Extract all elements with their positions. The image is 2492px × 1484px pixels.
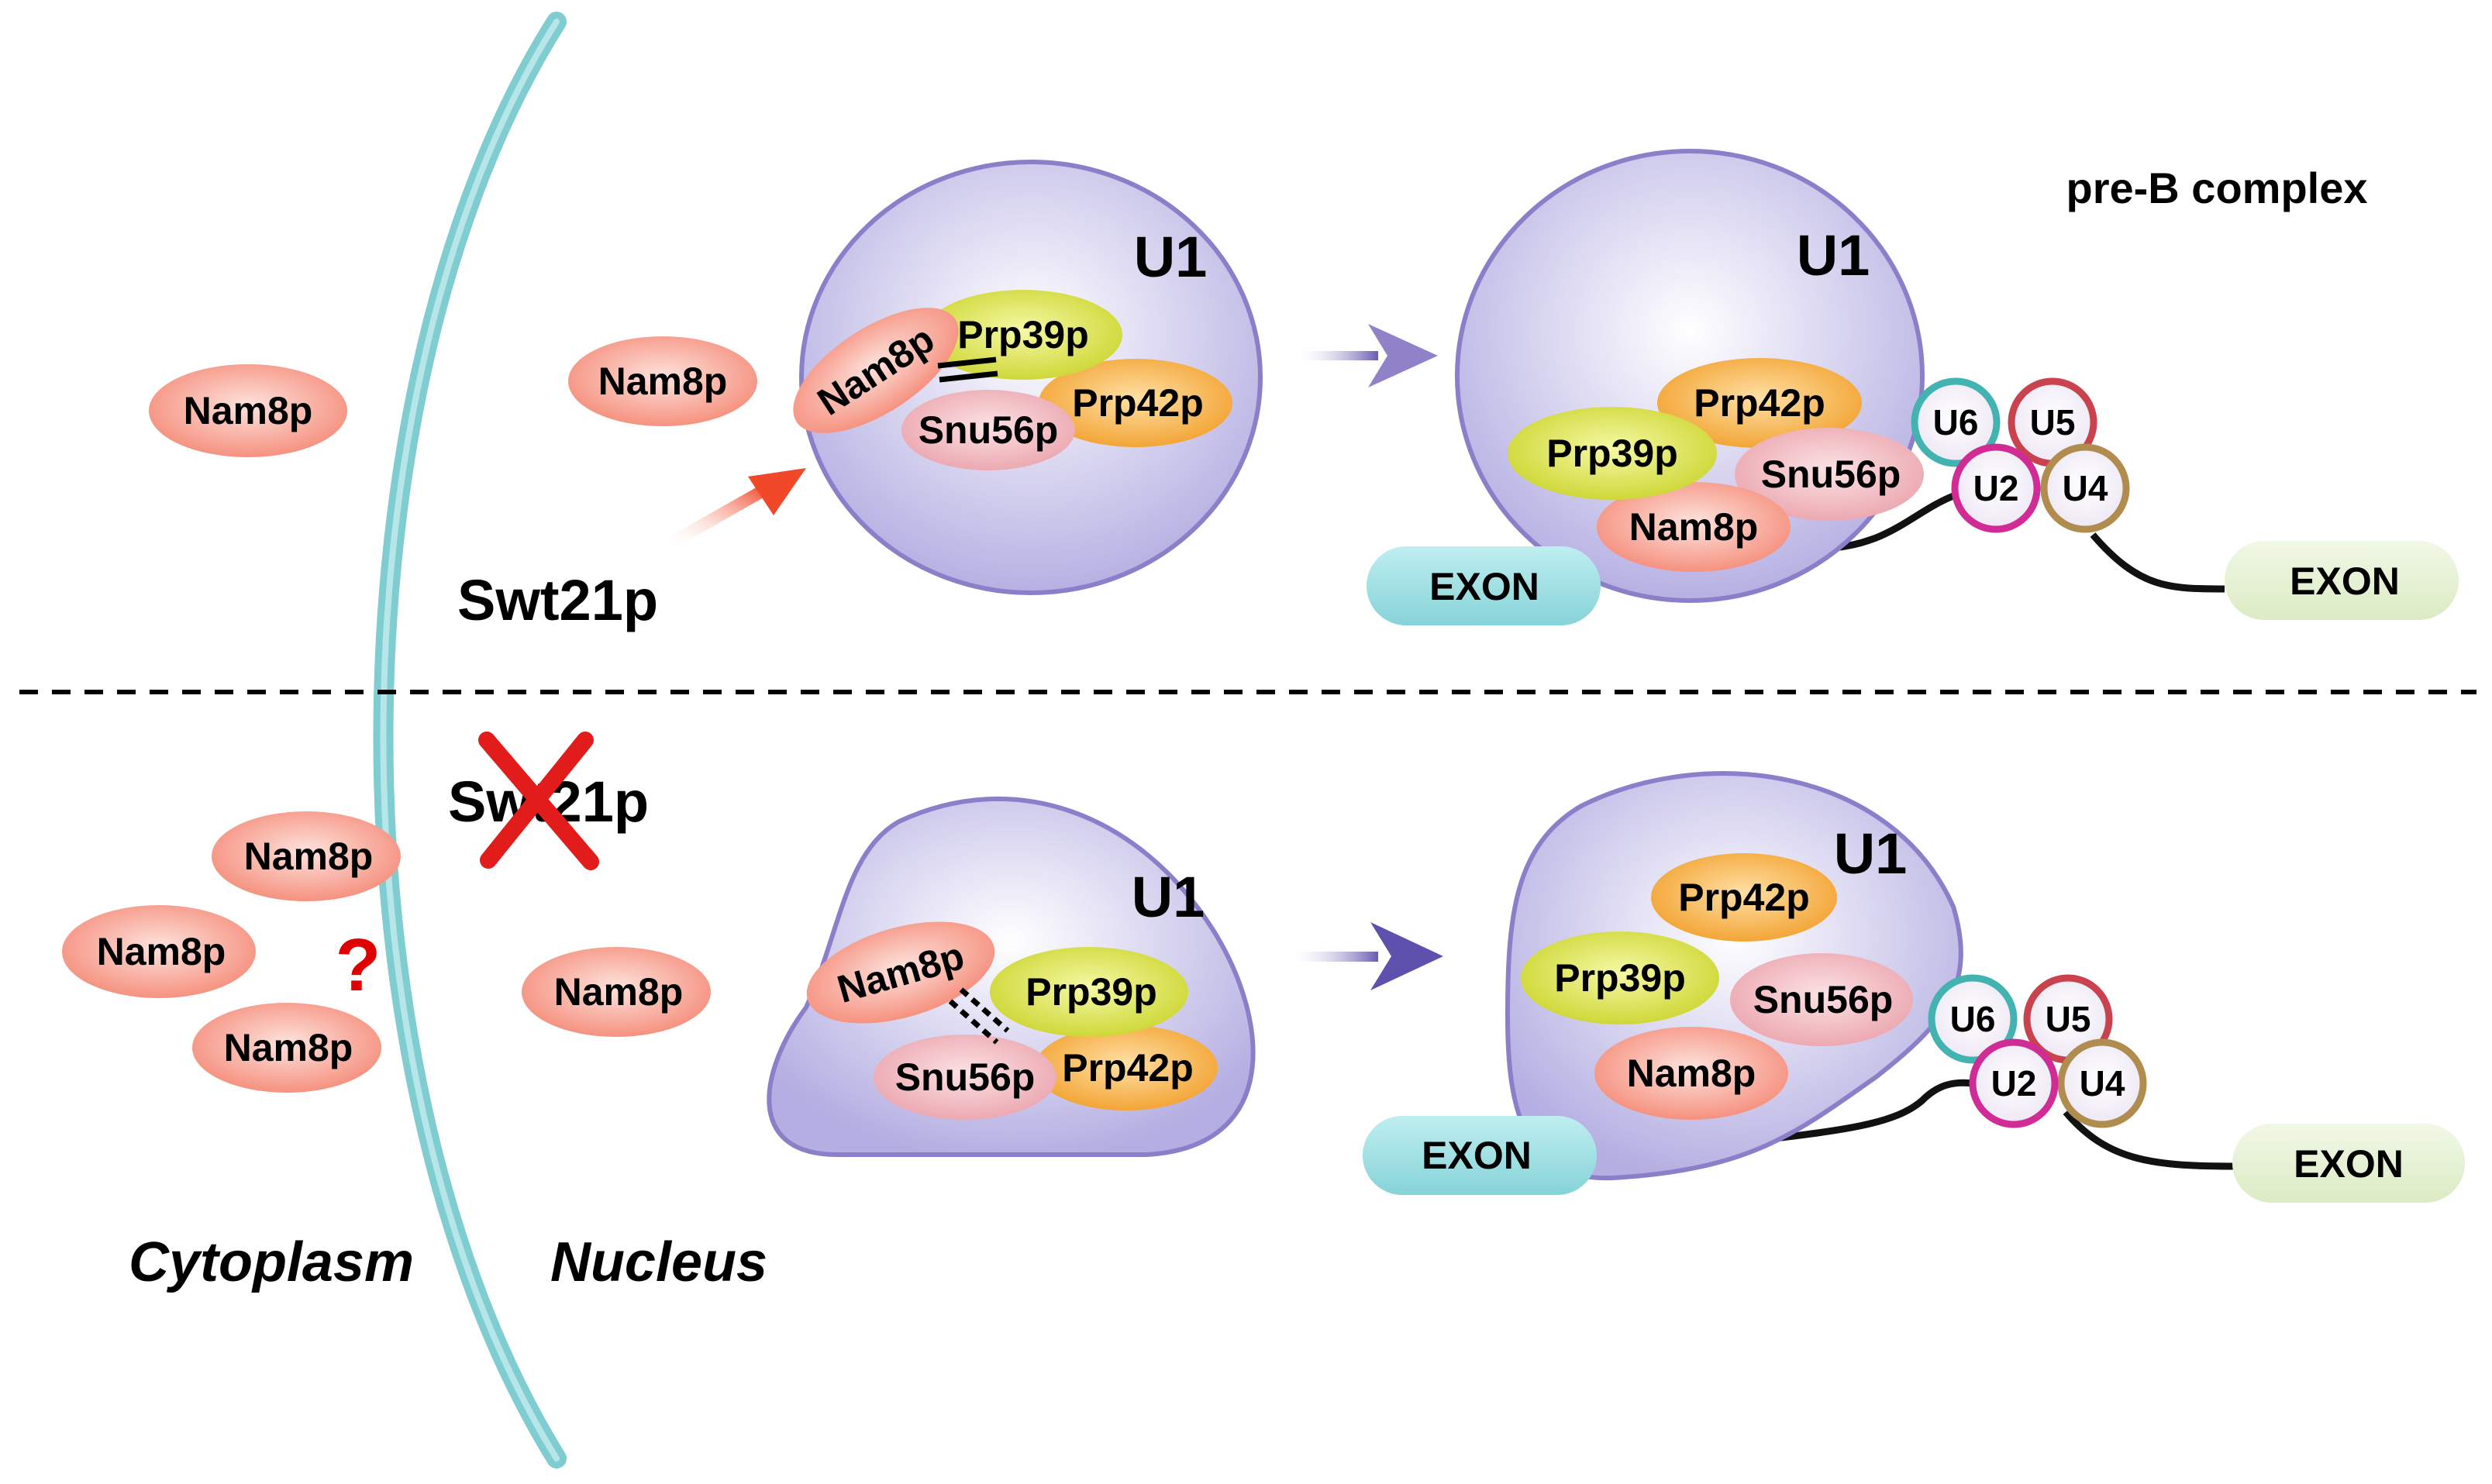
cytoplasm-label: Cytoplasm — [129, 1231, 414, 1293]
prp42p-protein: Prp42p — [1657, 358, 1862, 448]
snu56p-protein: Snu56p — [874, 1035, 1056, 1120]
exon-right-bottom: EXON — [2232, 1124, 2465, 1203]
u1-label: U1 — [1797, 223, 1870, 288]
deletion-cross-icon — [478, 732, 599, 870]
nam8p-label: Nam8p — [1627, 1052, 1756, 1095]
prp39p-protein: Prp39p — [1508, 407, 1717, 500]
u1-snrnp-top-initial: U1 Prp42p Snu56p Prp39p Nam8p — [793, 160, 1263, 595]
nam8p-protein: Nam8p — [806, 921, 995, 1024]
nam8p-protein: Nam8p — [1597, 482, 1791, 572]
u4-snrnp: U4 — [2040, 443, 2130, 533]
nam8p-cytoplasm-top: Nam8p — [149, 364, 347, 457]
pre-mrna-intron-top — [1832, 492, 2225, 593]
prp39p-label: Prp39p — [1025, 970, 1157, 1014]
u4-snrnp: U4 — [2057, 1038, 2147, 1128]
u6-snrnp: U6 — [1911, 377, 2001, 467]
u1-label: U1 — [1132, 865, 1205, 929]
u2-snrnp: U2 — [1969, 1038, 2059, 1128]
swt21p-deleted: Swt21p — [448, 732, 649, 870]
prp39p-label: Prp39p — [957, 313, 1089, 356]
pre-b-complex-title: pre-B complex — [2066, 164, 2368, 212]
snu56p-label: Snu56p — [919, 408, 1059, 452]
nam8p-label: Nam8p — [244, 835, 374, 878]
swt21p-top: Swt21p — [457, 468, 806, 632]
prp39p-protein: Prp39p — [990, 947, 1188, 1037]
prp42p-label: Prp42p — [1062, 1046, 1194, 1090]
u1-label: U1 — [1834, 821, 1908, 886]
u-snrnps-top: U6 U5 U4 U2 — [1911, 377, 2130, 533]
unknown-fate-question-mark: ? — [336, 924, 381, 1007]
exon-label: EXON — [1429, 565, 1539, 608]
nam8p-label: Nam8p — [1629, 505, 1759, 549]
nam8p-label: Nam8p — [598, 360, 728, 403]
u6-label: U6 — [1933, 402, 1979, 442]
u2-label: U2 — [1973, 468, 2019, 508]
exon-label: EXON — [2294, 1142, 2404, 1186]
exon-left-bottom: EXON — [1363, 1116, 1597, 1195]
strong-interaction-bond — [937, 356, 998, 383]
u1-snrnp-top-preb: U1 Prp42p Snu56p Nam8p Prp39p — [1455, 149, 1925, 603]
u1-snrnp-bottom-initial: U1 Prp42p Prp39p Snu56p Nam8p — [767, 797, 1256, 1157]
u5-label: U5 — [2046, 999, 2091, 1039]
nam8p-label: Nam8p — [184, 389, 313, 432]
snu56p-label: Snu56p — [1753, 978, 1894, 1021]
prp39p-protein: Prp39p — [924, 290, 1122, 380]
u1-label: U1 — [1134, 225, 1208, 289]
nam8p-nucleus-bottom: Nam8p — [522, 947, 711, 1037]
u6-label: U6 — [1950, 999, 1996, 1039]
prp42p-label: Prp42p — [1694, 381, 1825, 425]
exon-label: EXON — [2290, 560, 2400, 603]
prp42p-label: Prp42p — [1678, 876, 1810, 919]
prp42p-label: Prp42p — [1072, 381, 1204, 425]
exon-label: EXON — [1422, 1134, 1532, 1177]
u-snrnps-bottom: U6 U5 U4 U2 — [1928, 974, 2147, 1128]
u2-snrnp: U2 — [1951, 443, 2041, 533]
prp39p-label: Prp39p — [1554, 956, 1686, 1000]
nam8p-nucleus-top: Nam8p — [568, 336, 757, 426]
u1-snrnp-bottom-preb: U1 Prp42p Prp39p Snu56p Nam8p — [1505, 771, 1963, 1181]
snu56p-label: Snu56p — [1761, 453, 1901, 496]
prp42p-protein: Prp42p — [1039, 359, 1232, 447]
prp39p-label: Prp39p — [1546, 432, 1678, 475]
u2-label: U2 — [1991, 1063, 2037, 1104]
recruit-arrow — [659, 482, 774, 553]
snu56p-label: Snu56p — [895, 1055, 1036, 1099]
nam8p-protein: Nam8p — [1594, 1027, 1788, 1120]
prp42p-protein: Prp42p — [1035, 1025, 1218, 1110]
exon-left-top: EXON — [1367, 546, 1601, 625]
snu56p-protein: Snu56p — [901, 390, 1075, 470]
u4-label: U4 — [2063, 468, 2108, 508]
u4-label: U4 — [2080, 1063, 2125, 1104]
progression-arrow-bottom — [1287, 922, 1443, 990]
prp42p-protein: Prp42p — [1651, 853, 1837, 942]
u5-label: U5 — [2030, 402, 2076, 442]
swt21p-label: Swt21p — [457, 568, 658, 632]
nam8p-label: Nam8p — [97, 930, 226, 973]
nam8p-cytoplasm-b: Nam8p — [62, 905, 256, 998]
snu56p-protein: Snu56p — [1730, 953, 1913, 1046]
progression-arrow-top — [1293, 324, 1438, 387]
nucleus-label: Nucleus — [550, 1231, 767, 1293]
nam8p-label: Nam8p — [554, 970, 684, 1014]
nam8p-label: Nam8p — [224, 1026, 353, 1069]
u6-snrnp: U6 — [1928, 974, 2018, 1064]
nam8p-cytoplasm-c: Nam8p — [192, 1003, 381, 1093]
nam8p-cytoplasm-a: Nam8p — [212, 811, 401, 901]
snu56p-protein: Snu56p — [1735, 428, 1924, 521]
weak-interaction-bond — [948, 987, 1010, 1045]
exon-right-top: EXON — [2225, 541, 2459, 620]
u5-snrnp: U5 — [2008, 377, 2097, 467]
prp39p-protein: Prp39p — [1521, 931, 1719, 1024]
